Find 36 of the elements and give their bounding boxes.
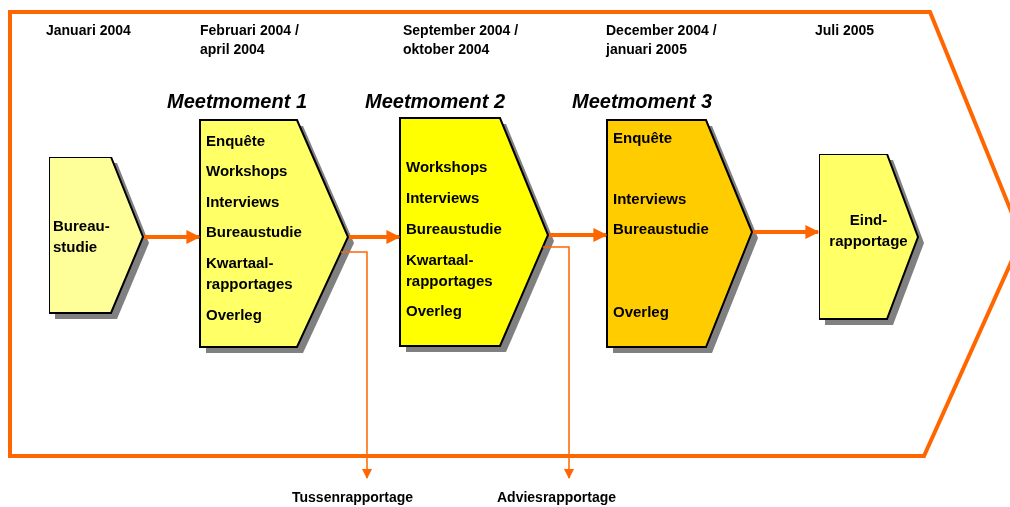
task-label: Interviews	[613, 189, 687, 209]
leader-line	[340, 251, 372, 479]
task-label: Enquête	[613, 128, 673, 148]
task-label: Workshops	[406, 157, 488, 177]
chevron-band	[8, 10, 1010, 460]
arrow	[549, 228, 608, 242]
phase-heading: Meetmoment 1	[167, 90, 308, 113]
process-chevron	[49, 157, 150, 320]
phase-heading: Meetmoment 3	[572, 90, 713, 113]
arrow	[753, 225, 820, 239]
report-label: Tussenrapportage	[292, 488, 414, 507]
task-label: Interviews	[206, 192, 280, 212]
date-label: December 2004 / januari 2005	[606, 21, 718, 59]
task-label: Kwartaal- rapportages	[206, 253, 294, 294]
arrow	[349, 230, 401, 244]
task-label: Overleg	[206, 305, 262, 325]
task-label: Kwartaal- rapportages	[406, 250, 494, 291]
report-label: Adviesrapportage	[497, 488, 617, 507]
task-label: Bureaustudie	[206, 222, 302, 242]
task-label: Bureau- studie	[53, 216, 111, 257]
leader-line	[542, 246, 574, 479]
task-label: Overleg	[613, 302, 669, 322]
task-label: Overleg	[406, 301, 462, 321]
task-label: Bureaustudie	[406, 219, 502, 239]
date-label: September 2004 / oktober 2004	[403, 21, 520, 59]
date-label: Januari 2004	[46, 21, 131, 40]
task-label: Workshops	[206, 161, 288, 181]
task-label: Bureaustudie	[613, 219, 709, 239]
task-label: Eind- rapportage	[828, 210, 909, 251]
task-label: Enquête	[206, 131, 266, 151]
arrow	[144, 230, 201, 244]
date-label: Februari 2004 / april 2004	[200, 21, 300, 59]
process-chevron	[819, 154, 925, 326]
date-label: Juli 2005	[815, 21, 875, 40]
phase-heading: Meetmoment 2	[365, 90, 506, 113]
task-label: Interviews	[406, 188, 480, 208]
